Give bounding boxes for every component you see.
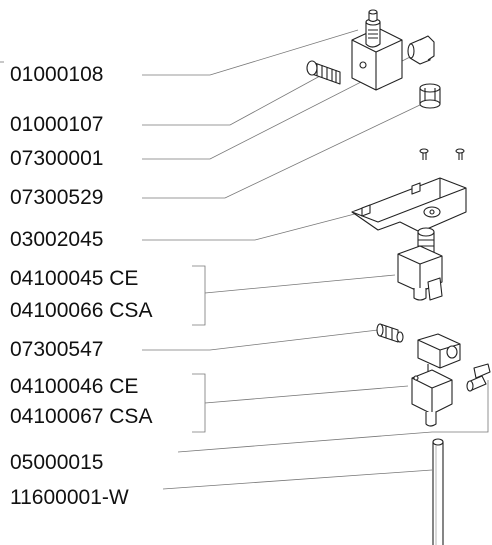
part-label-07300529: 07300529 [10,186,104,209]
part-label-01000108: 01000108 [10,63,104,86]
leader-line-01000107 [142,75,321,126]
part-label-01000107: 01000107 [10,113,104,136]
part-label-04100046-ce: 04100046 CE [10,375,139,398]
elbow-fitting-part [407,35,435,65]
part-label-11600001-w: 11600001-W [10,486,129,509]
part-label-04100045-ce: 04100045 CE [10,267,139,290]
part-label-04100067-csa: 04100067 CSA [10,405,153,428]
leader-line-03002045 [142,209,371,241]
leader-line-solenoid-ce [192,373,409,433]
leader-line-07300547 [142,329,379,351]
pump-part [397,227,443,301]
nut-part [419,83,441,109]
tube-part [432,438,444,545]
part-label-07300547: 07300547 [10,338,104,361]
leader-line-11600001-w [162,469,433,490]
leader-line-05000015 [177,380,489,453]
leader-lines [0,29,489,490]
fitting-part [376,323,404,343]
solenoid-valve-part [411,333,461,427]
bracket-part [351,177,467,233]
part-label-07300001: 07300001 [10,147,104,170]
part-label-04100066-csa: 04100066 CSA [10,299,153,322]
filter-part [306,60,341,85]
angled-connector-part [466,363,491,392]
leader-line-pump-ce [192,265,396,326]
leader-line-07300001 [142,56,411,160]
part-label-03002045: 03002045 [10,228,104,251]
part-label-05000015: 05000015 [10,451,104,474]
screws-part [419,148,465,160]
leader-line-01000108 [142,29,359,76]
valve-block-part [351,9,403,91]
leader-line-07300529 [142,103,423,199]
